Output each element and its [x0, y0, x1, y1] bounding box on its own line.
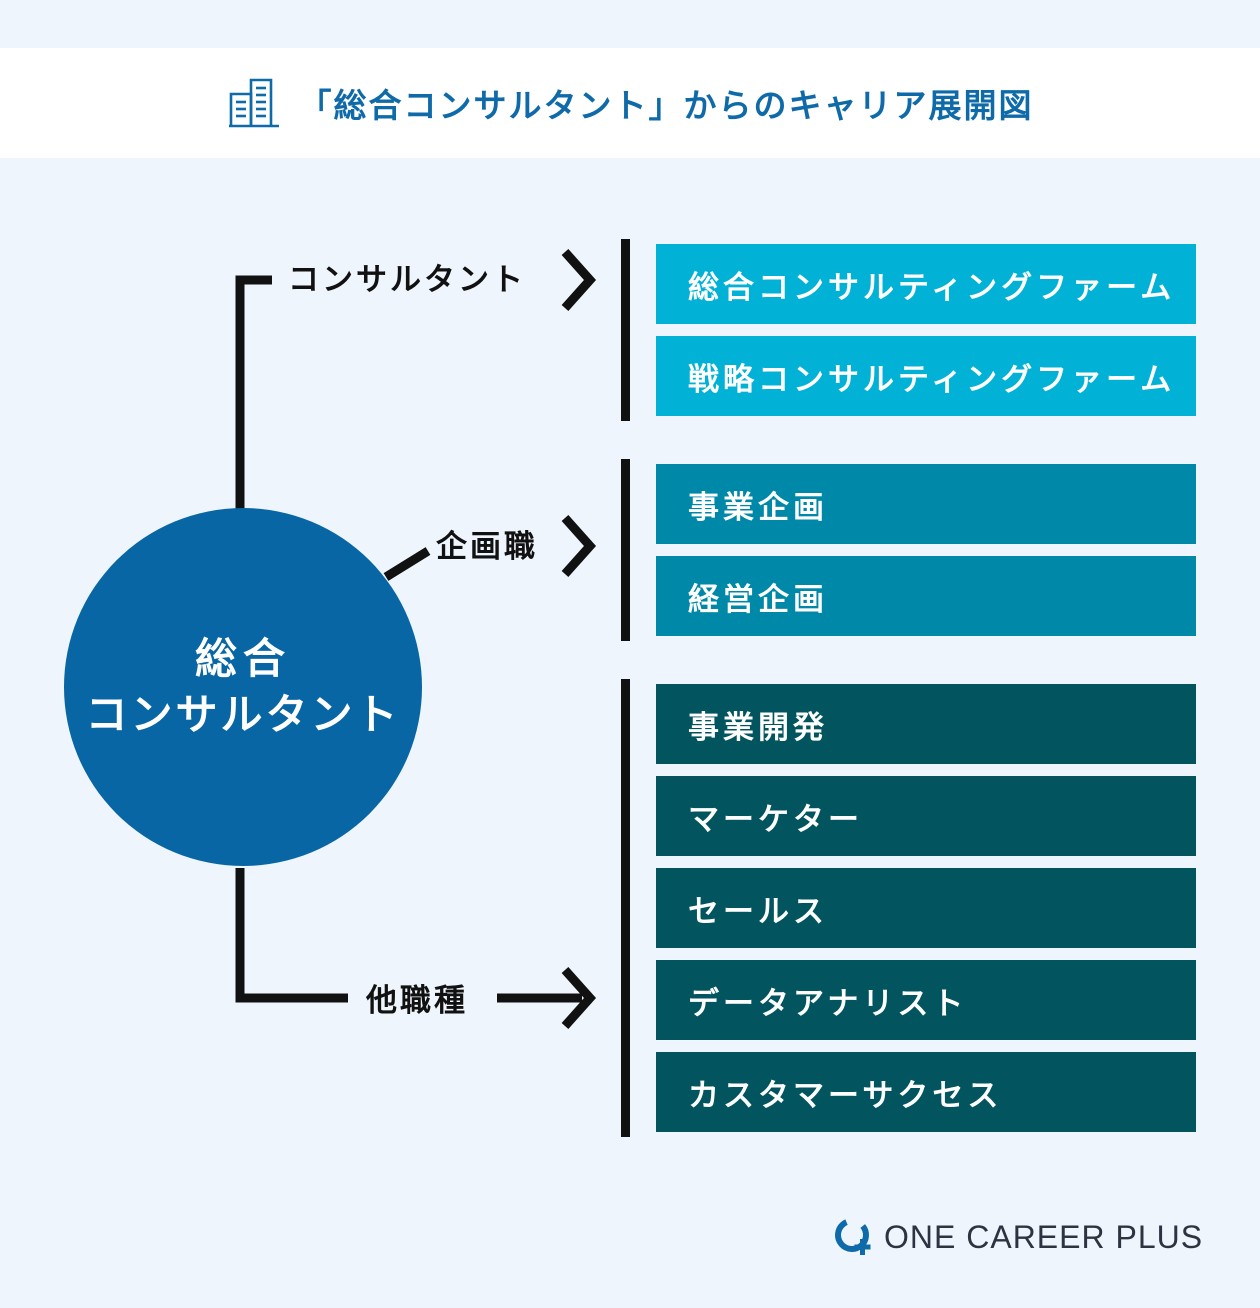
career-box-customer-success: カスタマーサクセス: [656, 1052, 1196, 1132]
hub-label-line2: コンサルタント: [85, 690, 401, 739]
branch-label-planning: 企画職: [436, 529, 538, 565]
bracket-planning: [621, 459, 630, 641]
header-banner: 「総合コンサルタント」からのキャリア展開図: [0, 48, 1260, 158]
branch-label-other: 他職種: [366, 983, 468, 1019]
career-box-sales: セールス: [656, 868, 1196, 948]
branch-label-consultant: コンサルタント: [288, 262, 526, 298]
arrow-icon-planning: [561, 515, 597, 577]
career-box-data-analyst: データアナリスト: [656, 960, 1196, 1040]
bracket-other: [621, 679, 630, 1137]
hub-circle: 総合 コンサルタント: [64, 508, 422, 866]
connector-other: [235, 868, 348, 1003]
brand-logo: ONE CAREER PLUS: [834, 1214, 1203, 1260]
arrow-icon-consultant: [561, 249, 597, 311]
connector-planning: [383, 547, 431, 581]
career-box-business-development: 事業開発: [656, 684, 1196, 764]
bracket-consultant: [621, 239, 630, 421]
header-inner: 「総合コンサルタント」からのキャリア展開図: [227, 76, 1034, 130]
connector-consultant: [235, 275, 272, 510]
arrow-icon-other: [561, 967, 597, 1029]
career-box-consulting-firm: 総合コンサルティングファーム: [656, 244, 1196, 324]
career-box-strategy-firm: 戦略コンサルティングファーム: [656, 336, 1196, 416]
one-career-logo-icon: [835, 1218, 871, 1255]
hub-label-line1: 総合: [194, 634, 291, 683]
building-icon: [228, 78, 279, 128]
career-box-corporate-planning: 経営企画: [656, 556, 1196, 636]
logo-text: ONE CAREER PLUS: [884, 1218, 1204, 1255]
career-box-business-planning: 事業企画: [656, 464, 1196, 544]
career-box-marketer: マーケター: [656, 776, 1196, 856]
page-title: 「総合コンサルタント」からのキャリア展開図: [298, 86, 1034, 125]
